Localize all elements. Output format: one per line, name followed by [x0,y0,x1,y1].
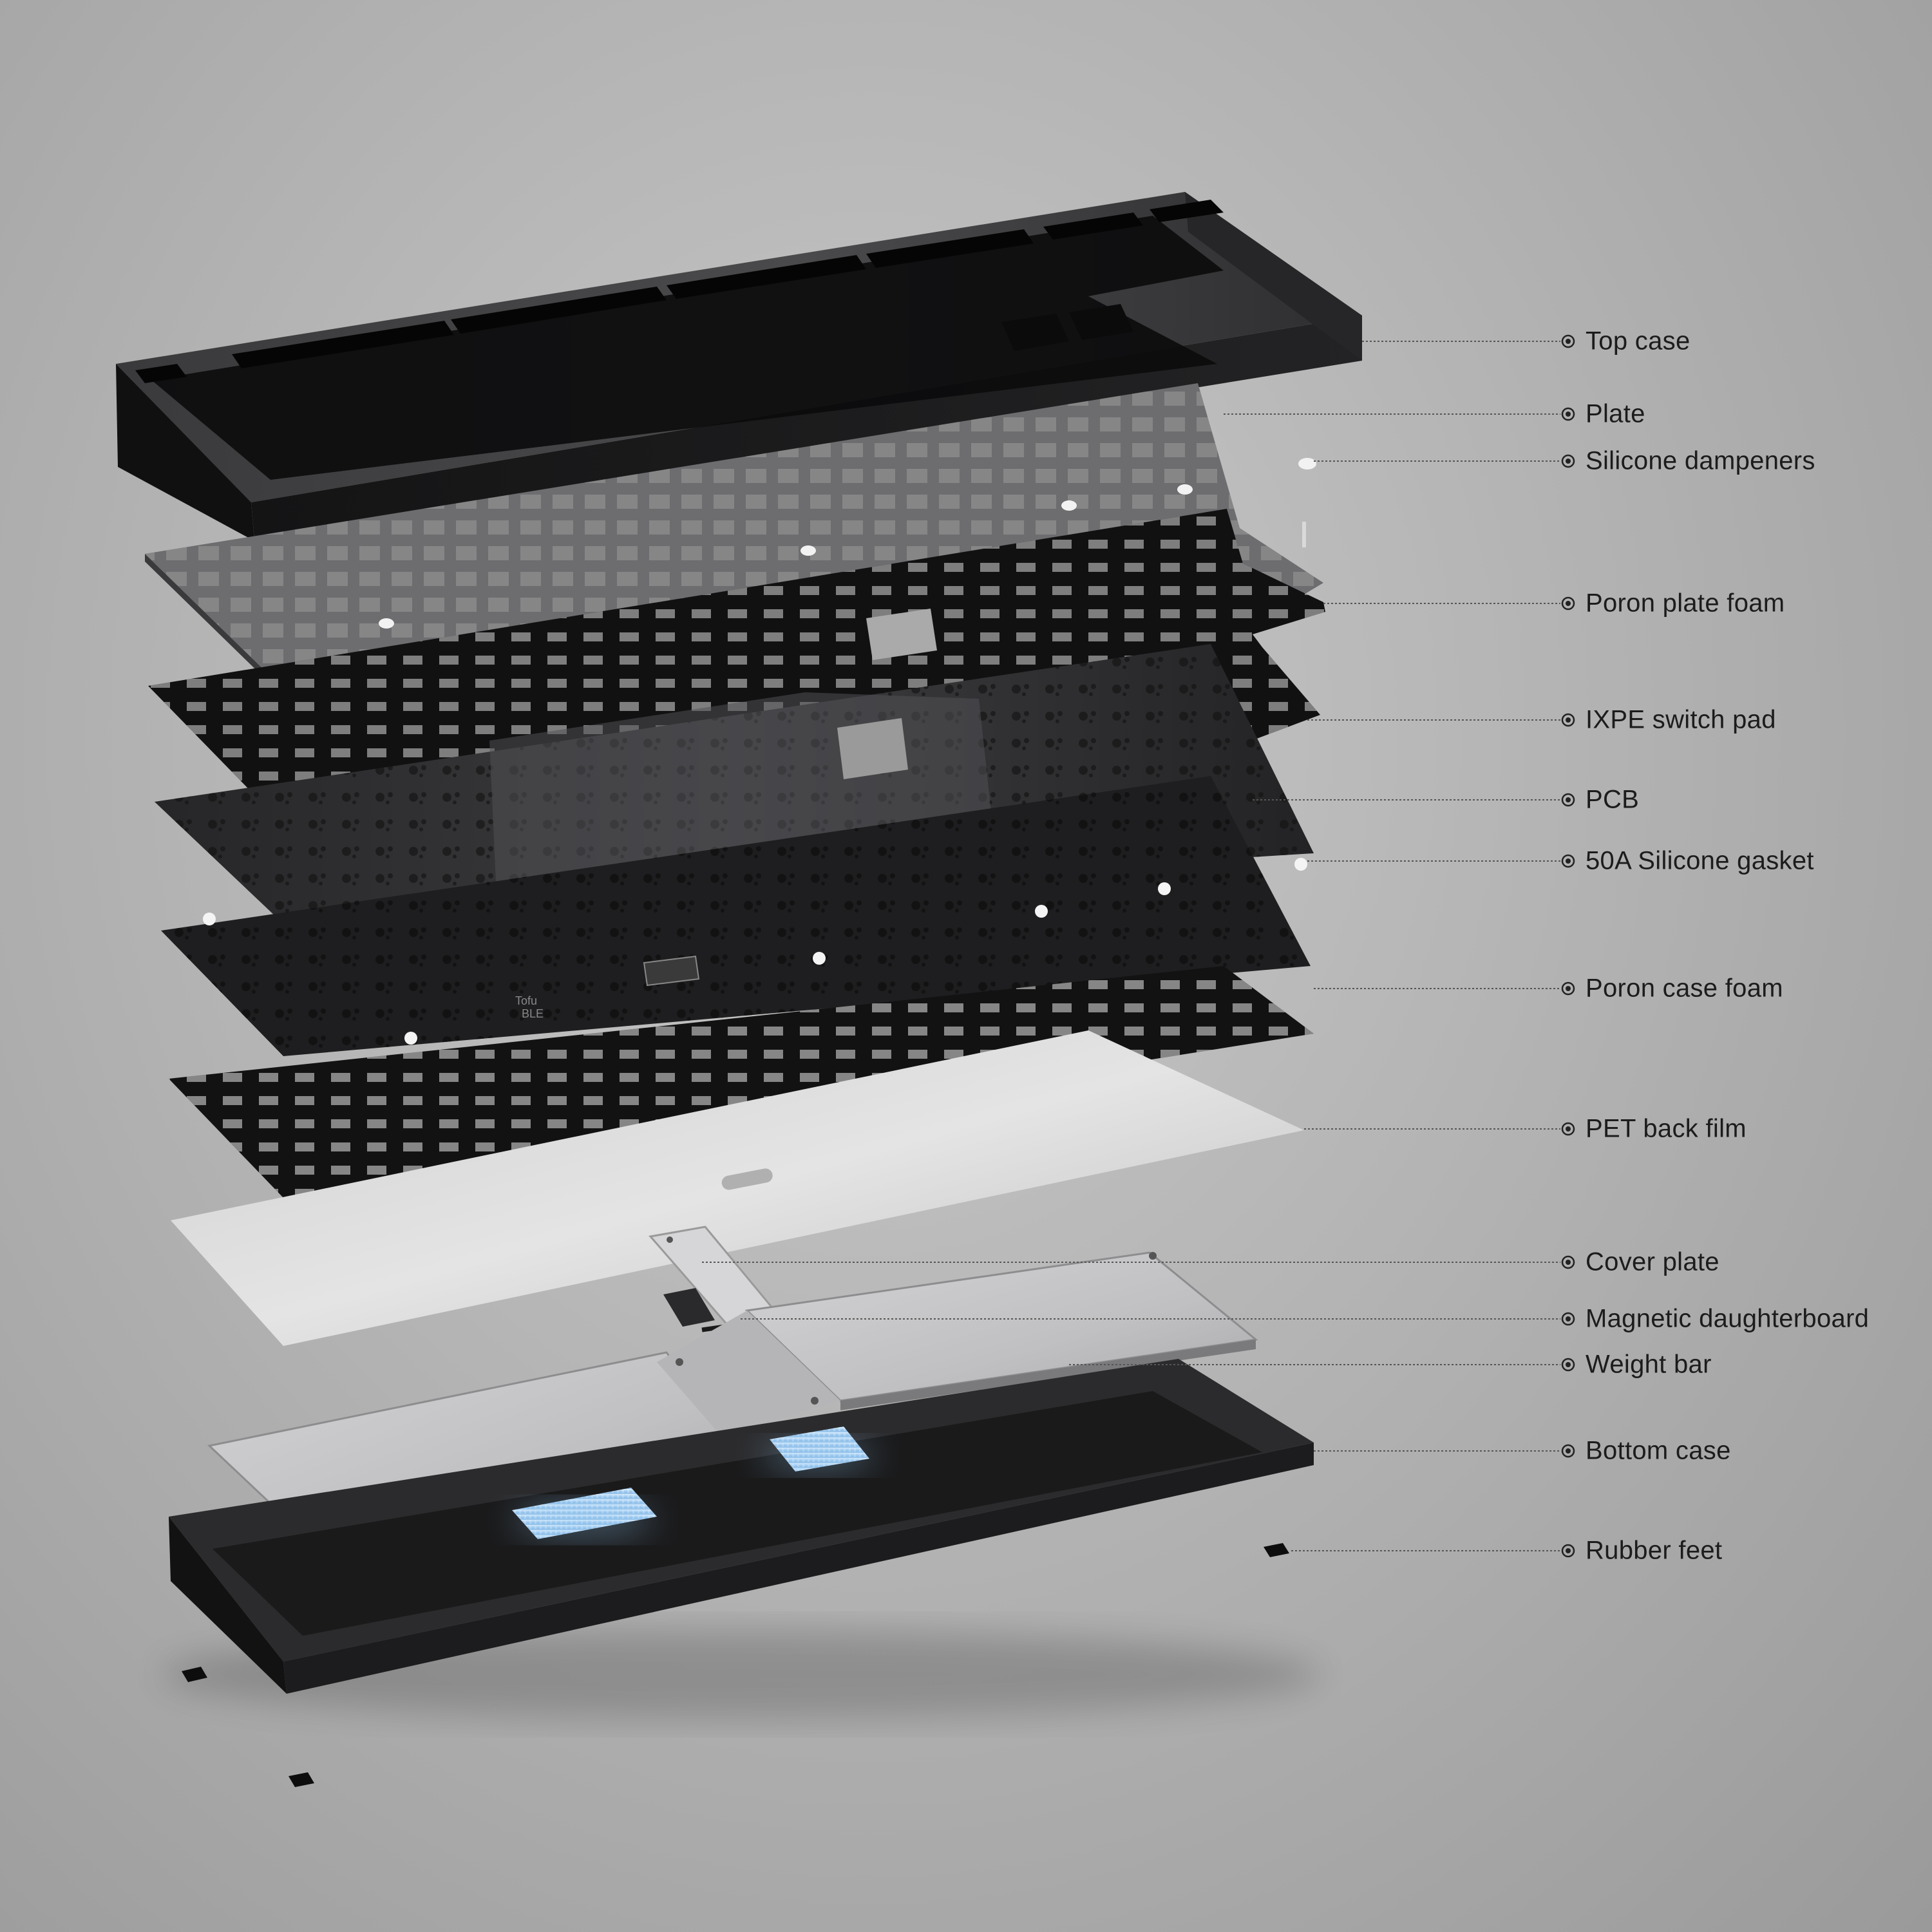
bottom-case-label: Bottom case [1586,1436,1731,1465]
pcb-label: PCB [1586,785,1640,814]
top-case-label: Top case [1586,327,1690,355]
callout-leaders [702,334,1575,1558]
cover-plate-label: Cover plate [1586,1247,1719,1276]
callout-dot-icon [1561,1544,1575,1558]
callout-dot-icon [1561,334,1575,348]
rubber-feet [182,1543,1289,1787]
callout-dot-icon [1561,407,1575,421]
callout-dot-icon [1561,1255,1575,1269]
weight-glow-blocks [512,1426,876,1539]
callout-dot-icon [1561,981,1575,996]
pcb-print-line2: BLE [522,1007,544,1020]
ixpe-switch-pad-label: IXPE switch pad [1586,705,1776,734]
pet-back-film [171,1030,1304,1346]
callout-dot-icon [1561,793,1575,807]
poron-plate-foam-label: Poron plate foam [1586,589,1785,618]
pcb: Tofu BLE [161,776,1311,1056]
silicone-dampeners-label: Silicone dampeners [1586,446,1815,475]
rubber-feet-label: Rubber feet [1586,1536,1723,1565]
poron-case-foam [169,966,1314,1198]
callout-dot-icon [1561,854,1575,868]
bottom-case [169,1359,1314,1694]
pcb-print-line1: Tofu [515,994,537,1007]
weight-bar-label: Weight bar [1586,1350,1712,1379]
callout-dot-icon [1561,1444,1575,1458]
callout-dot-icon [1561,1312,1575,1326]
poron-case-foam-label: Poron case foam [1586,974,1783,1003]
callout-dot-icon [1561,1122,1575,1136]
silicone-gaskets [203,858,1307,1045]
silicone-gasket-label: 50A Silicone gasket [1586,846,1814,875]
callout-dot-icon [1561,454,1575,468]
callout-dot-icon [1561,1358,1575,1372]
callout-dot-icon [1561,713,1575,727]
plate-label: Plate [1586,399,1645,428]
top-case [116,192,1362,541]
callout-dot-icon [1561,596,1575,611]
magnetic-daughterboard-label: Magnetic daughterboard [1586,1304,1870,1333]
pet-back-film-label: PET back film [1586,1114,1747,1143]
